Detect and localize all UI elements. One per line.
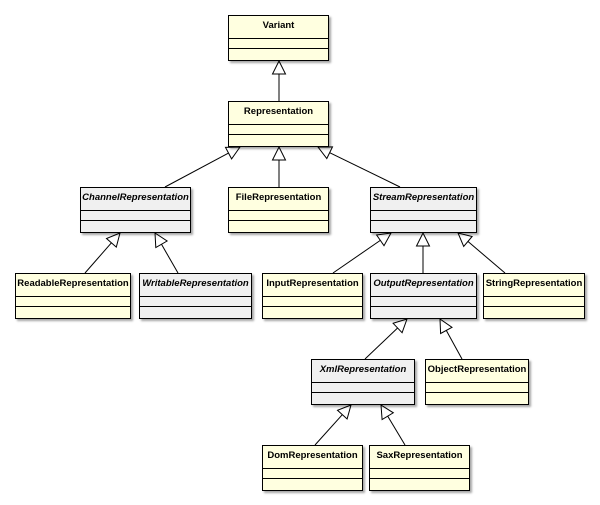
- class-attributes-stream-representation: [371, 211, 476, 221]
- class-attributes-readable-representation: [16, 297, 130, 307]
- class-name-channel-representation: ChannelRepresentation: [81, 188, 190, 211]
- generalization-line: [364, 327, 398, 360]
- class-file-representation[interactable]: FileRepresentation: [228, 187, 329, 233]
- generalization-output-to-stream: [415, 231, 431, 273]
- class-operations-representation: [229, 135, 328, 147]
- generalization-readable-to-channel: [84, 232, 121, 274]
- class-name-variant: Variant: [229, 16, 328, 39]
- class-name-dom-representation: DomRepresentation: [263, 446, 362, 469]
- class-name-readable-representation: ReadableRepresentation: [16, 274, 130, 297]
- generalization-arrowhead: [271, 145, 287, 161]
- generalization-line: [332, 239, 381, 274]
- class-name-file-representation: FileRepresentation: [229, 188, 328, 211]
- class-dom-representation[interactable]: DomRepresentation: [262, 445, 363, 491]
- class-operations-file-representation: [229, 221, 328, 233]
- generalization-arrowhead: [457, 232, 474, 248]
- generalization-xml-to-output: [364, 318, 408, 360]
- generalization-stream-to-representation: [316, 146, 401, 188]
- generalization-line: [164, 152, 229, 188]
- class-name-stream-representation: StreamRepresentation: [371, 188, 476, 211]
- generalization-line: [314, 414, 343, 446]
- generalization-file-to-representation: [271, 145, 287, 187]
- generalization-arrowhead: [439, 318, 453, 335]
- class-operations-variant: [229, 49, 328, 61]
- class-attributes-representation: [229, 125, 328, 135]
- generalization-representation-to-variant: [271, 59, 287, 101]
- class-name-representation: Representation: [229, 102, 328, 125]
- generalization-arrowhead: [154, 232, 169, 249]
- class-string-representation[interactable]: StringRepresentation: [483, 273, 585, 319]
- class-attributes-output-representation: [371, 297, 476, 307]
- class-attributes-input-representation: [263, 297, 362, 307]
- class-operations-input-representation: [263, 307, 362, 319]
- generalization-line: [161, 244, 179, 274]
- class-name-xml-representation: XmlRepresentation: [312, 360, 414, 383]
- class-object-representation[interactable]: ObjectRepresentation: [425, 359, 529, 405]
- class-attributes-file-representation: [229, 211, 328, 221]
- class-output-representation[interactable]: OutputRepresentation: [370, 273, 477, 319]
- class-operations-writable-representation: [140, 307, 251, 319]
- generalization-input-to-stream: [332, 232, 392, 274]
- class-variant[interactable]: Variant: [228, 15, 329, 61]
- generalization-arrowhead: [105, 232, 121, 249]
- generalization-arrowhead: [224, 146, 241, 160]
- class-attributes-sax-representation: [370, 469, 469, 479]
- generalization-line: [387, 415, 406, 446]
- generalization-line: [467, 241, 506, 274]
- class-operations-xml-representation: [312, 393, 414, 405]
- class-operations-stream-representation: [371, 221, 476, 233]
- class-attributes-channel-representation: [81, 211, 190, 221]
- generalization-sax-to-xml: [380, 404, 406, 446]
- class-attributes-variant: [229, 39, 328, 49]
- class-name-input-representation: InputRepresentation: [263, 274, 362, 297]
- generalization-object-to-output: [439, 318, 463, 360]
- generalization-arrowhead: [271, 59, 287, 75]
- generalization-arrowhead: [336, 404, 352, 420]
- class-xml-representation[interactable]: XmlRepresentation: [311, 359, 415, 405]
- generalization-string-to-stream: [457, 232, 506, 274]
- generalization-line: [329, 152, 401, 188]
- class-attributes-xml-representation: [312, 383, 414, 393]
- class-representation[interactable]: Representation: [228, 101, 329, 147]
- class-channel-representation[interactable]: ChannelRepresentation: [80, 187, 191, 233]
- generalization-channel-to-representation: [164, 146, 241, 188]
- class-name-string-representation: StringRepresentation: [484, 274, 584, 297]
- class-attributes-string-representation: [484, 297, 584, 307]
- class-name-object-representation: ObjectRepresentation: [426, 360, 528, 383]
- generalization-line: [84, 242, 112, 274]
- class-operations-sax-representation: [370, 479, 469, 491]
- class-attributes-writable-representation: [140, 297, 251, 307]
- class-attributes-dom-representation: [263, 469, 362, 479]
- class-attributes-object-representation: [426, 383, 528, 393]
- generalization-arrowhead: [415, 231, 431, 247]
- class-stream-representation[interactable]: StreamRepresentation: [370, 187, 477, 233]
- generalization-line: [445, 330, 463, 360]
- class-sax-representation[interactable]: SaxRepresentation: [369, 445, 470, 491]
- generalization-writable-to-channel: [154, 232, 179, 274]
- generalization-arrowhead: [380, 404, 395, 421]
- class-operations-output-representation: [371, 307, 476, 319]
- class-name-output-representation: OutputRepresentation: [371, 274, 476, 297]
- class-name-sax-representation: SaxRepresentation: [370, 446, 469, 469]
- class-operations-object-representation: [426, 393, 528, 405]
- class-operations-string-representation: [484, 307, 584, 319]
- class-readable-representation[interactable]: ReadableRepresentation: [15, 273, 131, 319]
- class-operations-channel-representation: [81, 221, 190, 233]
- class-operations-dom-representation: [263, 479, 362, 491]
- generalization-arrowhead: [375, 232, 392, 247]
- generalization-arrowhead: [392, 318, 408, 334]
- class-operations-readable-representation: [16, 307, 130, 319]
- generalization-dom-to-xml: [314, 404, 352, 446]
- class-input-representation[interactable]: InputRepresentation: [262, 273, 363, 319]
- class-name-writable-representation: WritableRepresentation: [140, 274, 251, 297]
- class-writable-representation[interactable]: WritableRepresentation: [139, 273, 252, 319]
